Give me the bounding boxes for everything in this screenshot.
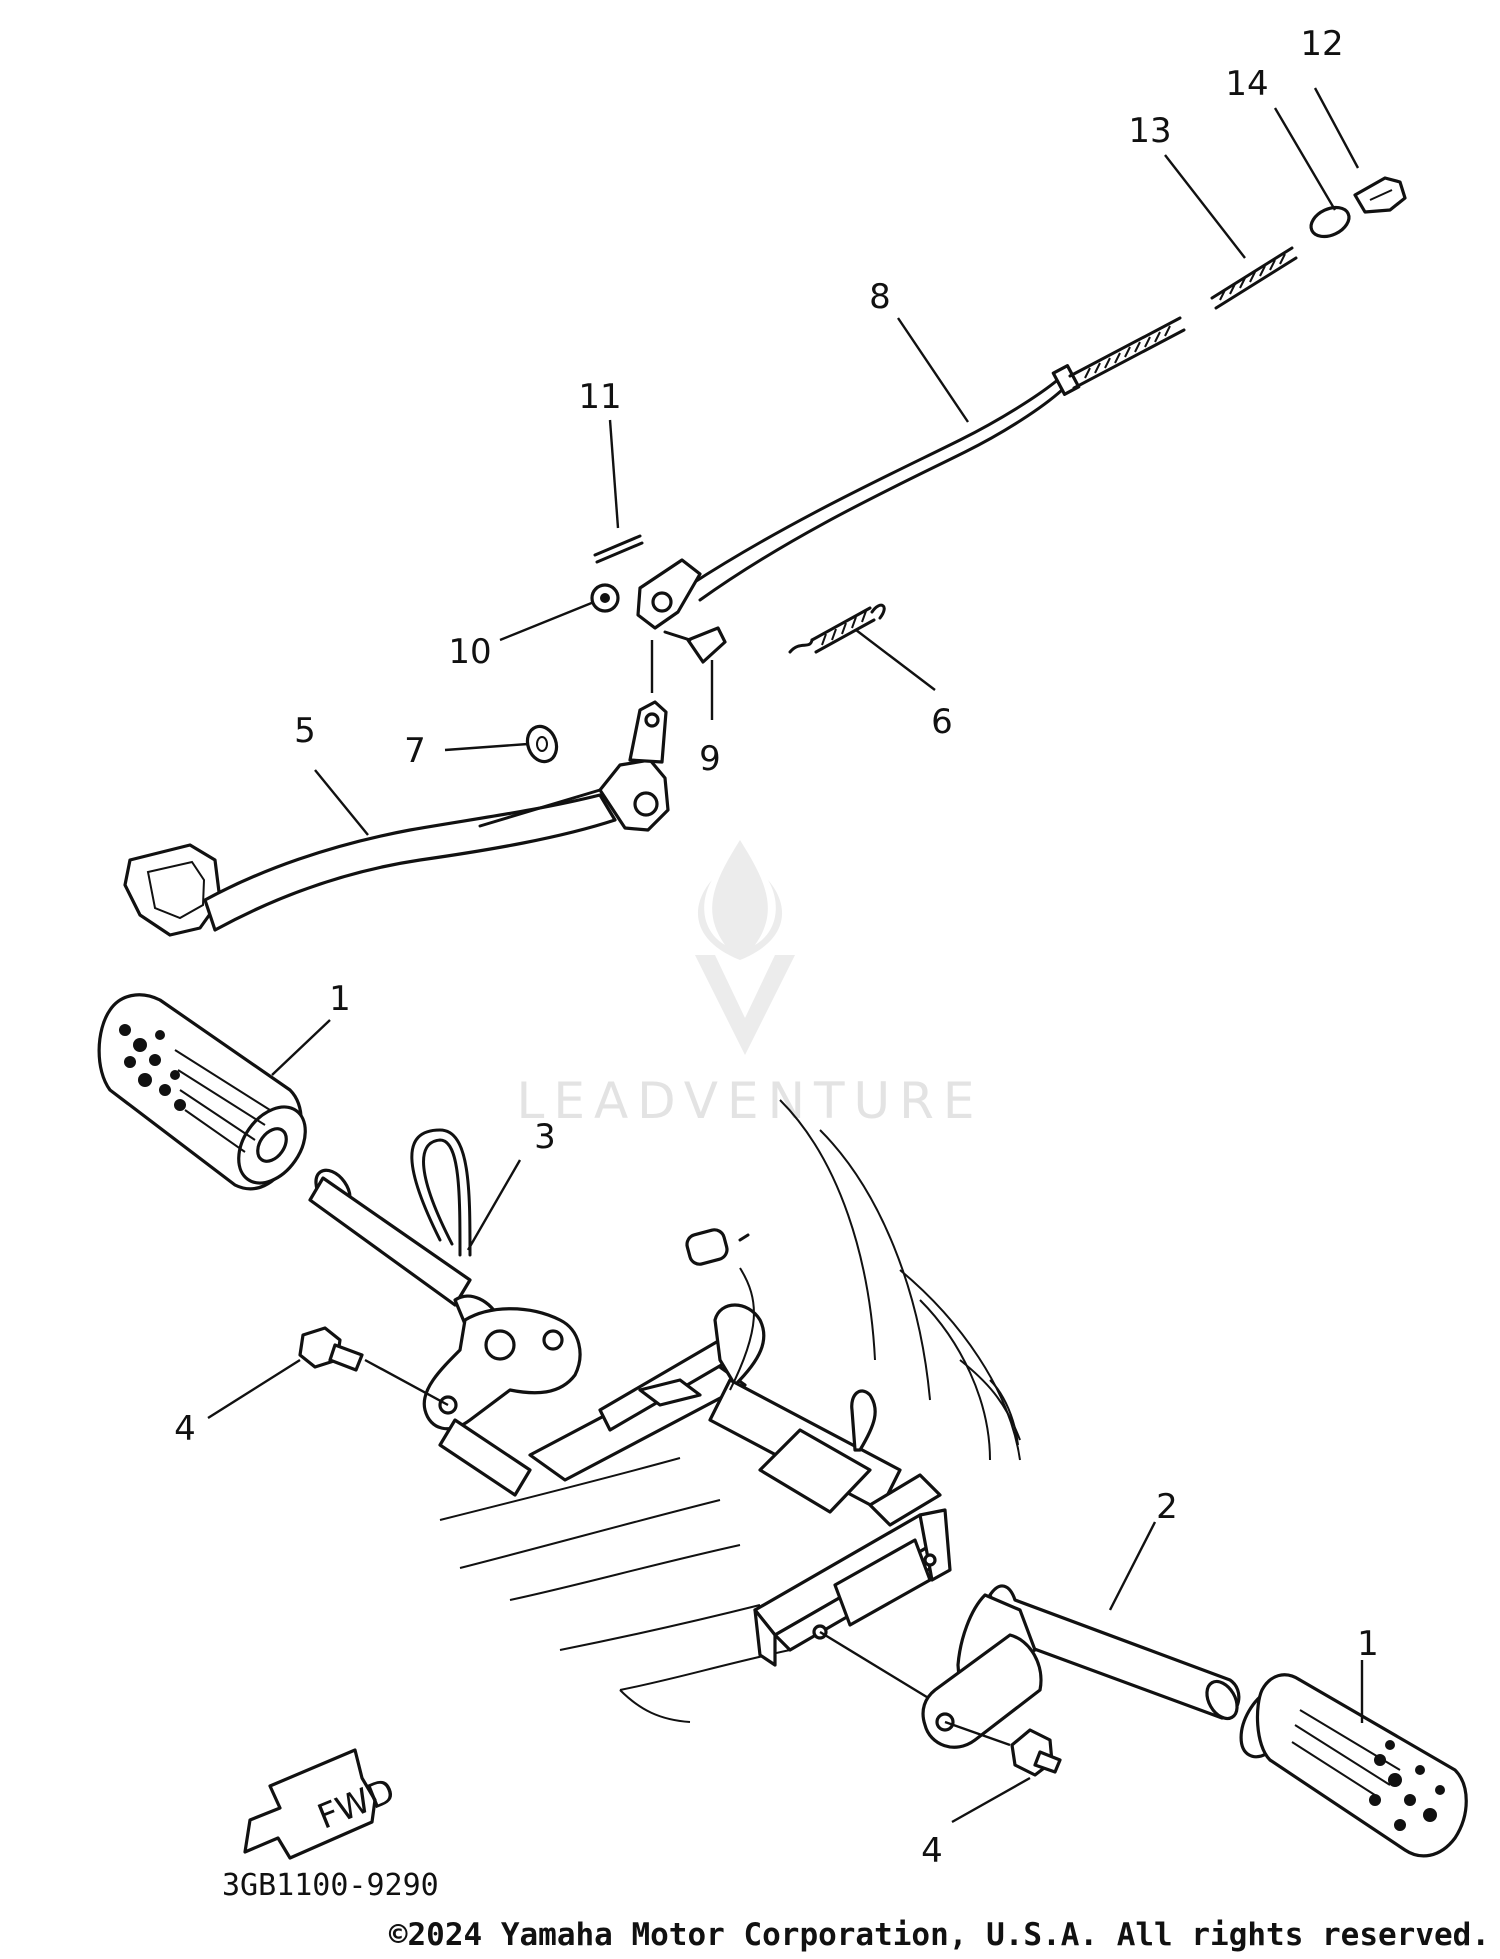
leader-10 [499, 600, 595, 642]
fwd-arrow: FWD [243, 1748, 401, 1860]
footrest-left [97, 993, 307, 1191]
callout-9: 9 [699, 739, 721, 779]
leader-12 [1313, 87, 1360, 169]
callout-10: 10 [448, 632, 491, 672]
callout-4-right: 4 [921, 1831, 943, 1871]
adjust-nut [1353, 176, 1407, 214]
leader-11 [608, 419, 620, 529]
callout-1-right: 1 [1357, 1624, 1379, 1664]
leader-8 [897, 317, 969, 423]
leader-14 [1273, 107, 1337, 211]
leader-4-left [207, 1358, 301, 1420]
callout-4-left: 4 [174, 1409, 196, 1449]
callout-5: 5 [294, 711, 316, 751]
brake-rod [688, 316, 1186, 602]
leader-13 [1164, 154, 1246, 259]
compression-spring [1210, 246, 1298, 310]
frame-crossmember [528, 1303, 942, 1527]
leader-7 [444, 742, 529, 752]
callout-1-left: 1 [329, 979, 351, 1019]
frame-bracket-right [753, 1508, 952, 1704]
leader-1-left [271, 1019, 331, 1076]
frame-outline [439, 1099, 1021, 1723]
copyright-notice: ©2024 Yamaha Motor Corporation, U.S.A. A… [389, 1917, 1490, 1953]
leader-3 [466, 1159, 522, 1251]
leader-2 [1108, 1521, 1157, 1611]
leader-5 [314, 769, 369, 836]
bolt-left [298, 1326, 364, 1372]
callout-6: 6 [931, 702, 953, 742]
callout-14: 14 [1225, 64, 1268, 104]
pin [663, 626, 727, 664]
watermark-flame-icon [697, 840, 783, 960]
cotter-pin [593, 534, 644, 564]
spring [788, 603, 886, 654]
leader-4-right [951, 1776, 1031, 1824]
leader-lines [207, 87, 1364, 1824]
joint [1309, 205, 1351, 239]
callout-13: 13 [1128, 111, 1171, 151]
footrest-stay-right [921, 1584, 1241, 1749]
brake-pedal [123, 700, 670, 937]
leader-6 [855, 629, 936, 691]
brake-link-arm [636, 558, 702, 630]
callouts: 12 14 13 8 11 10 9 6 7 5 1 3 4 2 1 4 [174, 24, 1379, 1871]
wire-connector [685, 1228, 755, 1391]
clip [590, 583, 620, 613]
watermark-v-icon [695, 955, 795, 1055]
callout-2: 2 [1156, 1487, 1178, 1527]
bolt-right [944, 1720, 1062, 1777]
footrest-right [1239, 1673, 1468, 1858]
watermark-text: LEADVENTURE [517, 1072, 984, 1130]
watermark: LEADVENTURE [517, 840, 984, 1130]
callout-12: 12 [1300, 24, 1343, 64]
callout-7: 7 [404, 731, 426, 771]
washer [525, 724, 559, 764]
callout-11: 11 [578, 377, 621, 417]
footrest-stay-left [308, 1128, 582, 1497]
callout-3: 3 [534, 1117, 556, 1157]
callout-8: 8 [869, 277, 891, 317]
diagram-code: 3GB1100-9290 [222, 1868, 439, 1903]
